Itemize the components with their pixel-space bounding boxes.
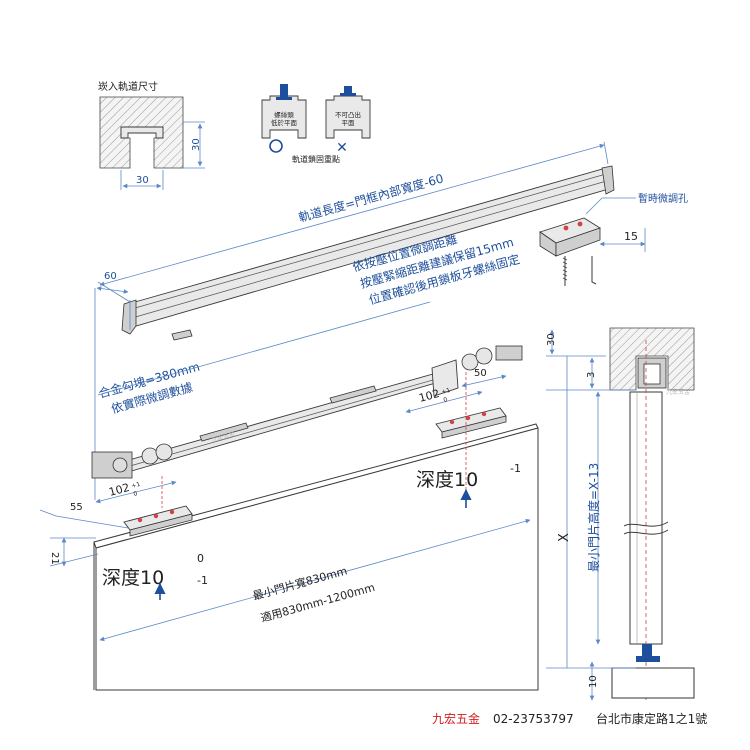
hook-note-dim-line — [97, 301, 431, 396]
carrier-slot-2 — [329, 385, 377, 404]
left-plate-hole-2 — [153, 513, 159, 519]
screw-ng-icon — [344, 86, 352, 96]
bracket-hole-1 — [563, 225, 569, 231]
side-height-label: 最小門片高度=X-13 — [586, 463, 601, 572]
screw-ok-head — [276, 97, 292, 100]
side-dim-30: 30 — [546, 333, 557, 346]
dim-50-line — [461, 374, 507, 388]
footer-brand: 九宏五金 — [432, 711, 480, 726]
depth-right-label: 深度10 — [416, 469, 478, 491]
adjust-hole-leader-2 — [585, 197, 603, 215]
inset-dim-width: 30 — [136, 175, 149, 186]
dim-55: 55 — [70, 502, 83, 513]
right-guide-plate — [435, 372, 507, 508]
right-plate-hole-3 — [481, 411, 487, 417]
side-break-1 — [623, 521, 669, 527]
floor-guide — [642, 644, 652, 658]
screw-ng-head — [340, 93, 356, 96]
hook-note: 合金勾塊=380mm 依實際微調數據 — [97, 359, 202, 417]
fix-caption: 軌道鎖固重點 — [292, 154, 340, 164]
inset-track-section: 崁入軌道尺寸 30 30 — [98, 80, 205, 190]
track-end-profile-right — [601, 165, 615, 195]
ok-circle-icon — [269, 139, 283, 153]
depth-left-label: 深度10 — [102, 567, 164, 589]
inset-dim-height: 30 — [191, 138, 202, 151]
footer: 九宏五金 02-23753797 台北市康定路1之1號 — [432, 711, 707, 726]
dim-55-ext — [39, 509, 57, 517]
depth-left-tol-bot: -1 — [197, 574, 208, 587]
screw-thread — [562, 257, 568, 281]
side-roller — [643, 363, 661, 385]
dim-102-left: 102 — [107, 481, 131, 499]
inset-track-title: 崁入軌道尺寸 — [98, 80, 158, 93]
fix-profile-left — [261, 95, 307, 139]
dim-21: 21 — [49, 552, 60, 565]
ng-cross-icon: ✕ — [336, 140, 348, 156]
small-stopper — [171, 329, 193, 341]
footer-address: 台北市康定路1之1號 — [596, 711, 707, 726]
floor-guide-base — [636, 656, 660, 662]
fix-profile-right — [325, 95, 371, 139]
track-length-label: 軌道長度=門框內部寬度-60 — [297, 170, 445, 224]
dim-60: 60 — [104, 271, 117, 282]
right-hanger — [431, 359, 459, 397]
left-plate-hole-3 — [169, 509, 175, 515]
right-stop-block — [495, 345, 523, 361]
dim-60-line — [96, 286, 129, 294]
track-end-profile — [121, 299, 137, 335]
right-plate-hole-2 — [465, 415, 471, 421]
side-watermark: 九宏五金 — [666, 388, 690, 396]
side-break-2 — [623, 529, 669, 535]
dim-15: 15 — [624, 230, 638, 243]
track-profile — [120, 126, 164, 139]
left-roller-1 — [141, 447, 159, 465]
depth-right-tol: -1 — [510, 462, 521, 475]
inset-fixing-point: 螺絲頭 低於平面 不可凸出 平面 ✕ 軌道鎖固重點 — [261, 84, 371, 164]
door-panel — [93, 423, 539, 691]
track-length-line — [99, 143, 605, 287]
right-plate-side — [441, 415, 507, 439]
left-plate-hole-1 — [137, 517, 143, 523]
carrier-slot-1 — [199, 422, 249, 442]
adjust-hole-label: 暫時微調孔 — [638, 192, 688, 205]
dim-102-top-line — [405, 390, 483, 414]
fix-left-label-2: 低於平面 — [271, 118, 298, 127]
screw-ok-icon — [280, 84, 288, 98]
bracket-front — [555, 227, 601, 257]
right-plate-hole-1 — [449, 419, 455, 425]
door-front-face — [95, 427, 539, 691]
dim-102-top-sub: 0 — [443, 396, 449, 404]
side-dim-10: 10 — [588, 675, 599, 688]
floor-block — [611, 667, 695, 699]
carrier-edge — [129, 377, 441, 467]
dim-21-ext-b — [49, 553, 99, 567]
footer-phone: 02-23753797 — [493, 712, 574, 726]
dim-102-left-sup: +1 — [131, 481, 142, 490]
dim-50: 50 — [474, 368, 487, 379]
left-roller-2 — [155, 443, 173, 461]
right-roller-1 — [461, 353, 479, 371]
right-roller-2 — [475, 347, 493, 365]
carrier-assembly: 九宏五金 — [91, 345, 523, 479]
allen-key-icon — [591, 256, 597, 285]
side-dim-3: 3 — [586, 372, 597, 378]
dim-102-left-line — [95, 480, 177, 504]
fix-left-label-1: 螺絲頭 — [274, 110, 294, 119]
fix-right-label-2: 平面 — [342, 119, 356, 127]
door-width-line — [99, 518, 531, 642]
adjust-bracket: 暫時微調孔 15 — [538, 192, 688, 286]
bracket-hole-2 — [577, 221, 583, 227]
fix-right-label-1: 不可凸出 — [335, 110, 361, 119]
dim-102-left-sub: 0 — [133, 490, 139, 498]
dim-55-line — [55, 515, 129, 529]
dim-102-top-sup: +1 — [441, 387, 452, 396]
side-section-view: 九宏五金 — [609, 327, 695, 700]
depth-left-tol-top: 0 — [197, 552, 204, 565]
damper-gear-icon — [112, 457, 128, 473]
side-dim-X: X — [557, 533, 572, 542]
dim-102-top: 102 — [417, 387, 441, 405]
